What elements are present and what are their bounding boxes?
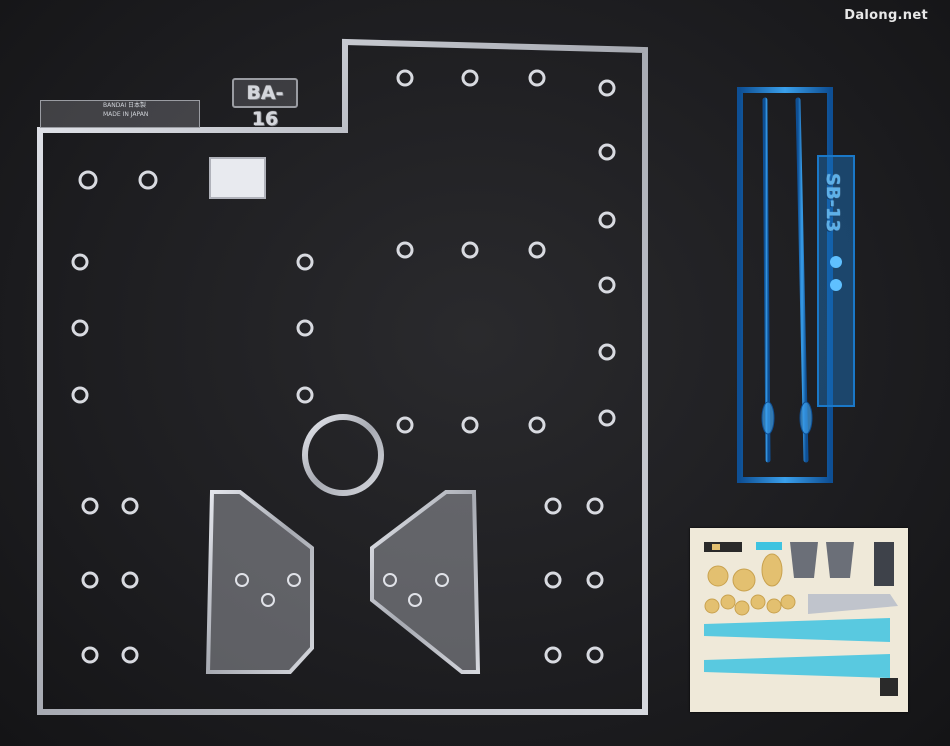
decal-sheet bbox=[690, 528, 908, 712]
runner-a-plate: BANDAI 日本製 MADE IN JAPAN bbox=[40, 100, 200, 128]
decal-artwork bbox=[704, 542, 898, 696]
plate-line-2: MADE IN JAPAN bbox=[103, 111, 149, 118]
plate-line-1: BANDAI 日本製 bbox=[103, 102, 147, 109]
watermark-text: Dalong.net bbox=[844, 8, 928, 23]
runner-b-label: SB-13 bbox=[822, 173, 843, 233]
runner-a-label: BA-16 bbox=[232, 78, 298, 130]
